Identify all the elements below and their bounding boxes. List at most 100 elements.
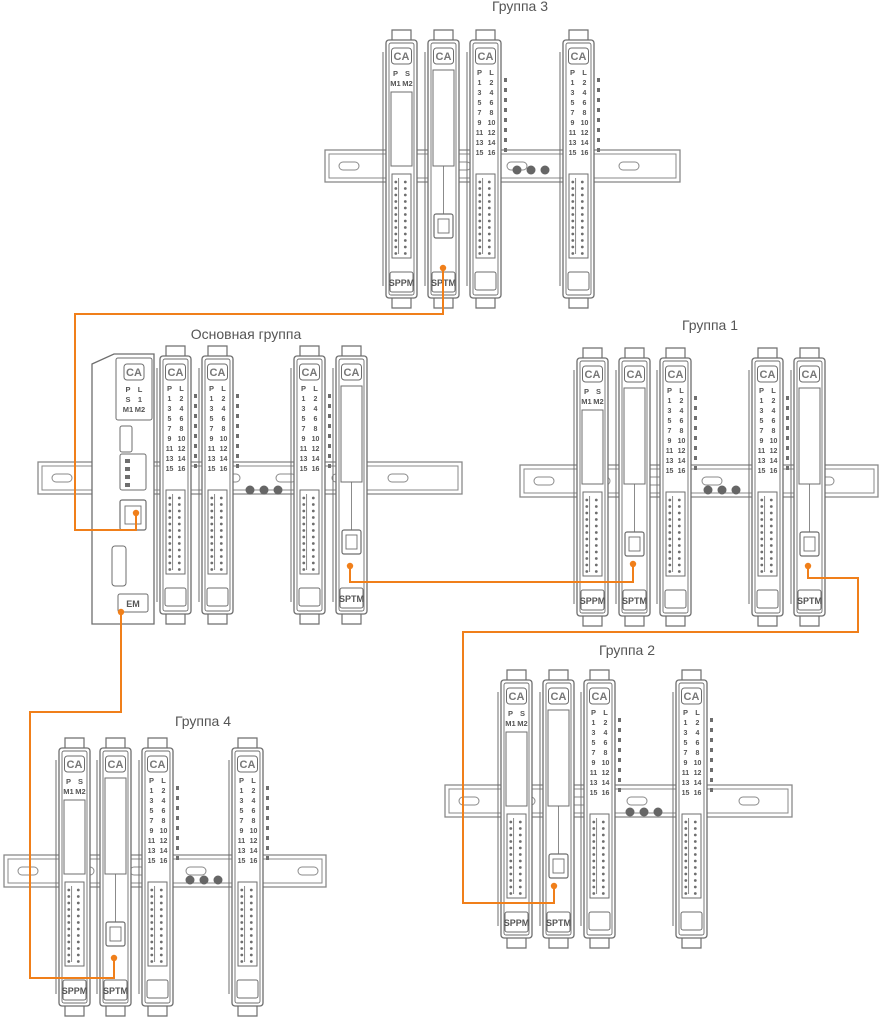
channel-led xyxy=(176,846,179,850)
label-plate xyxy=(797,589,822,611)
terminal-pin xyxy=(168,535,172,539)
terminal-pin xyxy=(76,953,80,957)
led-label: P xyxy=(667,386,672,395)
terminal-pin xyxy=(67,888,71,892)
terminal-pin xyxy=(760,563,764,567)
terminal-pin xyxy=(159,934,163,937)
terminal-pin xyxy=(585,518,589,521)
terminal-pin xyxy=(693,853,697,856)
led-label: S xyxy=(596,387,601,396)
terminal-pin xyxy=(580,213,584,216)
channel-number: 4 xyxy=(252,798,256,805)
terminal-pin xyxy=(585,505,589,508)
channel-led xyxy=(194,404,197,408)
terminal-pin xyxy=(769,557,773,560)
terminal-pin xyxy=(150,908,154,911)
latch-top xyxy=(589,669,610,680)
terminal-block xyxy=(506,813,527,899)
terminal-block xyxy=(665,491,686,577)
channel-number: 15 xyxy=(569,150,577,157)
logo-frame xyxy=(391,47,412,65)
channel-number: 1 xyxy=(302,396,306,403)
terminal-pin xyxy=(240,960,244,963)
terminal-pin xyxy=(150,934,154,937)
channel-number: 8 xyxy=(490,110,494,117)
logo-frame xyxy=(105,755,126,773)
ellipsis-dot xyxy=(199,875,209,885)
rail-slot xyxy=(297,866,319,876)
channel-number: 11 xyxy=(758,448,766,455)
channel-number: 16 xyxy=(220,466,228,473)
ellipsis-dot xyxy=(703,485,713,495)
terminal-pin xyxy=(168,542,172,545)
channel-number: 16 xyxy=(602,790,610,797)
led-label: M1 xyxy=(390,79,400,88)
terminal-pin xyxy=(478,187,482,190)
channel-led xyxy=(236,404,239,408)
terminal-block xyxy=(207,489,228,575)
label-plate xyxy=(474,271,497,291)
more-modules-icon xyxy=(245,485,283,495)
terminal-pin xyxy=(677,505,681,508)
led-label: P xyxy=(584,387,589,396)
terminal-pin xyxy=(219,522,223,526)
terminal-pin xyxy=(518,840,522,843)
terminal-pin xyxy=(760,544,764,547)
led-label: P xyxy=(683,708,688,717)
terminal-pin xyxy=(580,252,584,255)
cable-group1-group2 xyxy=(462,566,859,904)
cover-panel xyxy=(390,91,413,167)
terminal-pin xyxy=(585,550,589,554)
logo-icon: CA xyxy=(210,367,226,379)
terminal-pin xyxy=(210,516,214,519)
terminal-pin xyxy=(478,180,482,184)
terminal-pin xyxy=(518,820,522,824)
terminal-pin xyxy=(677,563,681,567)
terminal-pin xyxy=(210,509,214,513)
channel-number: 13 xyxy=(476,140,484,147)
channel-number: 15 xyxy=(682,790,690,797)
cable-plug xyxy=(804,562,812,570)
latch-bottom xyxy=(165,614,186,625)
channel-number: 4 xyxy=(696,730,700,737)
terminal-pin xyxy=(159,908,163,911)
module-body xyxy=(293,355,326,615)
terminal-pin xyxy=(509,820,513,824)
led-label: P xyxy=(508,709,513,718)
led-label: M2 xyxy=(402,79,412,88)
channel-led xyxy=(194,394,197,398)
terminal-pin xyxy=(518,879,522,882)
terminal-pin xyxy=(518,853,522,856)
terminal-pin xyxy=(769,498,773,502)
ellipsis-dot xyxy=(717,485,727,495)
module-inner xyxy=(579,360,606,614)
channel-number: 10 xyxy=(770,438,778,445)
terminal-block xyxy=(391,173,412,259)
terminal-pin xyxy=(594,498,598,502)
terminal-pin xyxy=(601,885,605,889)
led-label: L xyxy=(603,708,608,717)
terminal-pin xyxy=(677,544,681,547)
terminal-pin xyxy=(177,496,181,500)
terminal-block xyxy=(237,881,258,967)
terminal-pin xyxy=(168,522,172,526)
more-modules-icon xyxy=(185,875,223,885)
logo-icon: CA xyxy=(168,367,184,379)
terminal-pin xyxy=(601,827,605,830)
terminal-pin xyxy=(769,550,773,554)
rail-slot xyxy=(701,476,723,486)
channel-led xyxy=(786,416,789,420)
led-label: P xyxy=(393,69,398,78)
module-label: SPTM xyxy=(546,918,571,928)
channel-number: 9 xyxy=(210,436,214,443)
terminal-block xyxy=(475,173,496,259)
channel-number: 16 xyxy=(678,468,686,475)
terminal-pin xyxy=(509,853,513,856)
channel-led xyxy=(597,88,600,92)
terminal-pin xyxy=(677,498,681,502)
channel-number: 16 xyxy=(488,150,496,157)
terminal-pin xyxy=(769,505,773,508)
terminal-pin xyxy=(677,557,681,560)
